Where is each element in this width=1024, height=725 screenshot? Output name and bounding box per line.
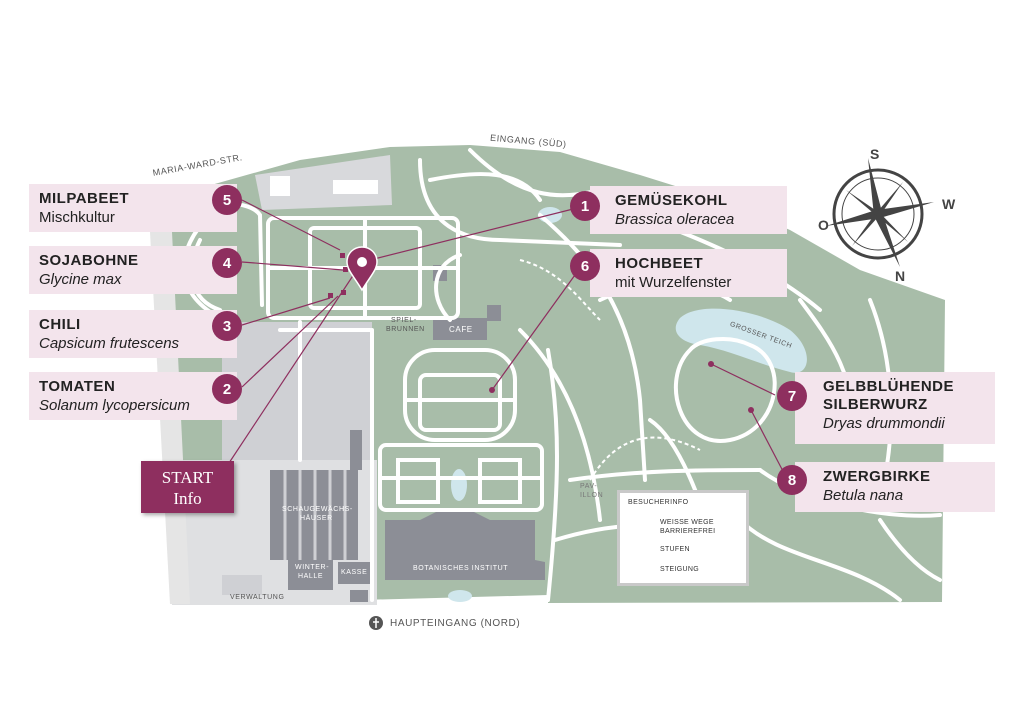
station-8-title: ZWERGBIRKE bbox=[823, 468, 931, 485]
kasse-label: KASSE bbox=[341, 569, 368, 576]
kasse-building bbox=[338, 562, 370, 584]
legend-steps: STUFEN bbox=[660, 546, 690, 553]
station-6-title: HOCHBEET bbox=[615, 255, 704, 272]
station-1-title: GEMÜSEKOHL bbox=[615, 192, 728, 209]
station-5-badge[interactable]: 5 bbox=[212, 185, 242, 215]
service-area bbox=[222, 322, 372, 462]
fountain-label-2: BRUNNEN bbox=[386, 326, 425, 333]
station-5-title: MILPABEET bbox=[39, 190, 130, 207]
pavilion-label-1: PAV- bbox=[580, 483, 598, 490]
legend-title: BESUCHERINFO bbox=[628, 499, 689, 506]
station-1-subtitle: Brassica oleracea bbox=[615, 211, 735, 228]
compass-south: S bbox=[870, 146, 880, 162]
institute-building bbox=[385, 510, 545, 580]
legend-wheelchair-2: BARRIEREFREI bbox=[660, 528, 716, 535]
compass-north: N bbox=[895, 268, 906, 284]
station-7-label[interactable]: GELBBLÜHENDE SILBERWURZ Dryas drummondii bbox=[795, 372, 995, 444]
info-label: Info bbox=[173, 489, 202, 508]
compass-east: O bbox=[818, 217, 829, 233]
cafe-building bbox=[433, 318, 487, 340]
station-4-label[interactable]: SOJABOHNE Glycine max bbox=[29, 246, 237, 294]
station-7-title-line2: SILBERWURZ bbox=[823, 396, 928, 413]
admin-label: VERWALTUNG bbox=[230, 594, 285, 601]
station-8-badge[interactable]: 8 bbox=[777, 465, 807, 495]
station-6-subtitle: mit Wurzelfenster bbox=[615, 274, 732, 291]
cafe-label: CAFE bbox=[449, 325, 473, 334]
visitor-info-legend: BESUCHERINFO WEISSE WEGE BARRIEREFREI ST… bbox=[617, 490, 749, 586]
winterhalle-building bbox=[288, 560, 333, 590]
start-info-box[interactable]: START Info bbox=[141, 461, 234, 513]
compass-west: W bbox=[942, 196, 956, 212]
compass-rose-icon bbox=[826, 158, 934, 267]
greenhouses-label-1: SCHAUGEWÄCHS- bbox=[282, 506, 353, 513]
station-3-title: CHILI bbox=[39, 316, 81, 333]
station-4-badge[interactable]: 4 bbox=[212, 248, 242, 278]
location-pin-icon bbox=[346, 246, 378, 292]
greenhouses-label-2: HÄUSER bbox=[300, 515, 333, 522]
station-6-badge[interactable]: 6 bbox=[570, 251, 600, 281]
pavilion-label-2: ILLON bbox=[580, 492, 604, 499]
legend-wheelchair-1: WEISSE WEGE bbox=[660, 519, 714, 526]
station-7-title: GELBBLÜHENDE bbox=[823, 378, 955, 395]
station-2-label[interactable]: TOMATEN Solanum lycopersicum bbox=[29, 372, 237, 420]
station-6-label[interactable]: HOCHBEET mit Wurzelfenster bbox=[590, 249, 787, 297]
station-7-subtitle: Dryas drummondii bbox=[823, 415, 945, 432]
building-top bbox=[255, 155, 392, 210]
station-3-badge[interactable]: 3 bbox=[212, 311, 242, 341]
fountain-water bbox=[451, 469, 467, 501]
institute-label: BOTANISCHES INSTITUT bbox=[413, 565, 509, 572]
station-2-badge[interactable]: 2 bbox=[212, 374, 242, 404]
legend-slope: STEIGUNG bbox=[660, 566, 699, 573]
winterhalle-label-1: WINTER- bbox=[295, 564, 330, 571]
station-7-badge[interactable]: 7 bbox=[777, 381, 807, 411]
station-8-label[interactable]: ZWERGBIRKE Betula nana bbox=[795, 462, 995, 512]
winterhalle-label-2: HALLE bbox=[298, 573, 324, 580]
entrance-main-label: HAUPTEINGANG (NORD) bbox=[390, 618, 521, 629]
station-5-label[interactable]: MILPABEET Mischkultur bbox=[29, 184, 237, 232]
station-2-subtitle: Solanum lycopersicum bbox=[39, 397, 190, 414]
station-1-label[interactable]: GEMÜSEKOHL Brassica oleracea bbox=[590, 186, 787, 234]
station-1-badge[interactable]: 1 bbox=[570, 191, 600, 221]
station-4-subtitle: Glycine max bbox=[39, 271, 122, 288]
fountain-label-1: SPIEL- bbox=[391, 317, 417, 324]
station-3-label[interactable]: CHILI Capsicum frutescens bbox=[29, 310, 237, 358]
station-8-subtitle: Betula nana bbox=[823, 487, 904, 504]
station-lines bbox=[228, 199, 786, 476]
start-label: START bbox=[161, 468, 214, 487]
station-5-subtitle: Mischkultur bbox=[39, 209, 115, 226]
station-4-title: SOJABOHNE bbox=[39, 252, 139, 269]
station-2-title: TOMATEN bbox=[39, 378, 116, 395]
station-3-subtitle: Capsicum frutescens bbox=[39, 335, 180, 352]
